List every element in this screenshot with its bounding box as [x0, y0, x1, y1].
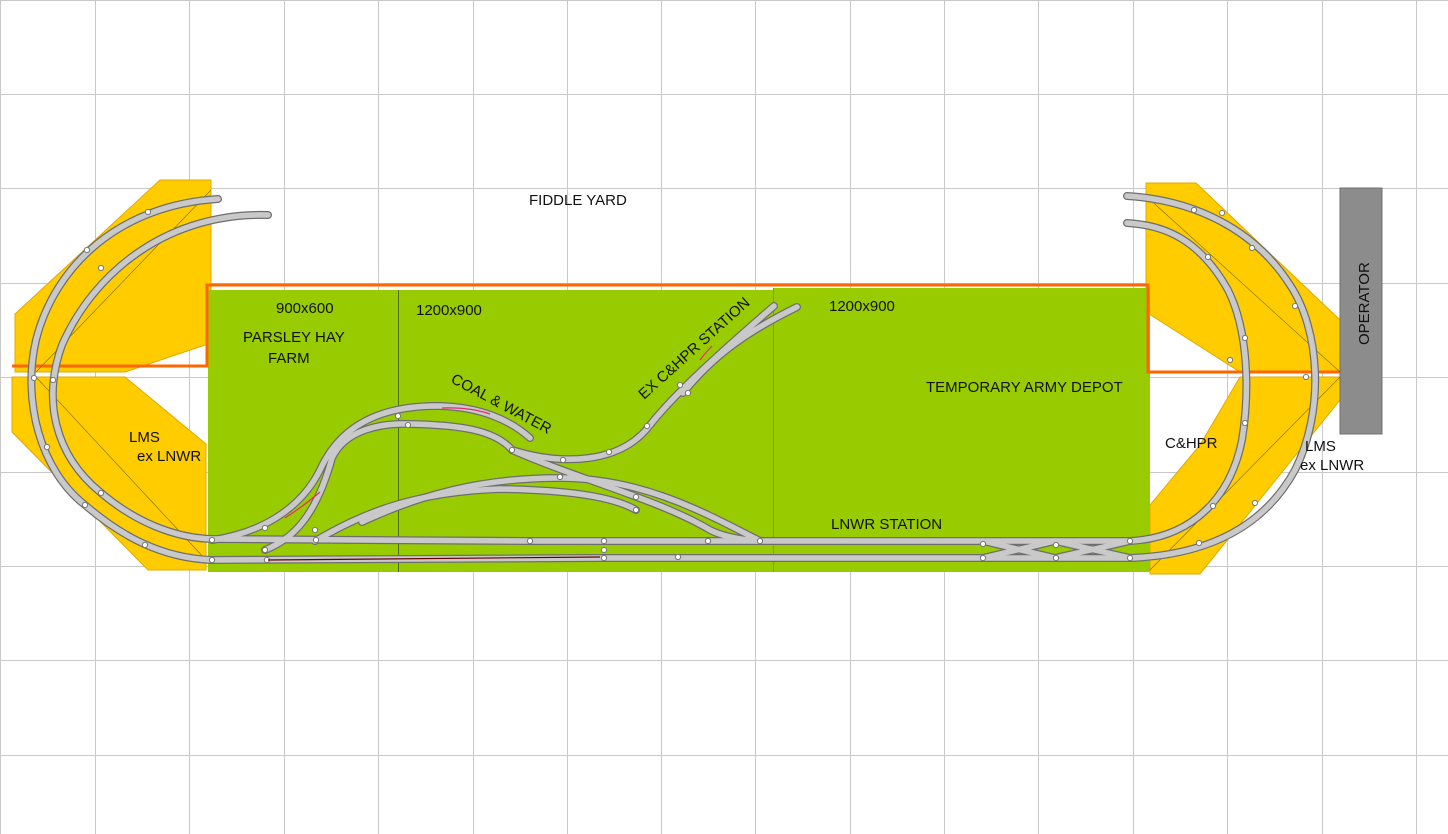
track-sleeper: [980, 538, 1133, 561]
track-joint: [311, 526, 319, 534]
track-joint: [208, 556, 216, 564]
track-joint: [674, 553, 682, 561]
track-joint: [404, 421, 412, 429]
track-joint: [1251, 499, 1259, 507]
ex-lnwr-right-label: ex LNWR: [1300, 457, 1364, 474]
track-joints: [30, 206, 1310, 564]
track-joint: [643, 422, 651, 430]
track-joint: [559, 456, 567, 464]
track-joint: [600, 537, 608, 545]
track-joint: [1218, 209, 1226, 217]
track-sleeper: [209, 403, 533, 543]
track-joint: [704, 537, 712, 545]
ex-lnwr-left-label: ex LNWR: [137, 448, 201, 465]
operator-area: [1339, 187, 1383, 435]
track-joint: [979, 554, 987, 562]
track-joint: [632, 506, 640, 514]
track-sleeper: [50, 212, 271, 542]
parsley-hay-label: PARSLEY HAY: [243, 329, 345, 346]
track-sleeper: [262, 421, 515, 553]
track-joint: [97, 264, 105, 272]
track-sleeper: [28, 196, 221, 563]
track-joint: [141, 541, 149, 549]
track-joint: [632, 493, 640, 501]
track-joint: [979, 540, 987, 548]
track-joint: [600, 546, 608, 554]
track-sleeper: [680, 304, 800, 396]
lms-right-label: LMS: [1305, 438, 1336, 455]
track-joint: [1204, 253, 1212, 261]
track-layout: [27, 192, 1320, 564]
track-joint: [81, 501, 89, 509]
left-lower-curve-board: [11, 376, 207, 571]
main-line-rails: [267, 556, 601, 561]
track-joint: [43, 443, 51, 451]
track-sleeper: [509, 447, 763, 544]
track-joint: [144, 208, 152, 216]
lms-left-label: LMS: [129, 429, 160, 446]
board3-size-label: 1200x900: [829, 298, 895, 315]
fiddle-yard-boundary: [12, 283, 1342, 374]
track-joint: [261, 524, 269, 532]
siding-highlights: [284, 345, 713, 519]
track-joint: [1190, 206, 1198, 214]
farm-label: FARM: [268, 350, 310, 367]
track-joint: [756, 537, 764, 545]
track-joint: [261, 546, 269, 554]
board1-size-label: 900x600: [276, 300, 334, 317]
track-sleeper: [312, 486, 639, 544]
track-joint: [30, 374, 38, 382]
track-joint: [312, 536, 320, 544]
track-sleeper: [1124, 193, 1318, 561]
track-sleeper: [209, 536, 1133, 544]
fiddle-yard-label: FIDDLE YARD: [529, 192, 627, 209]
track-joint: [684, 389, 692, 397]
operator-label: OPERATOR: [1356, 262, 1373, 345]
track-joint: [1052, 554, 1060, 562]
board-army-depot: [773, 288, 1150, 572]
track-joint: [676, 381, 684, 389]
track-joint: [1209, 502, 1217, 510]
track-joint: [1052, 541, 1060, 549]
track-joint: [1126, 537, 1134, 545]
track-joint: [1241, 334, 1249, 342]
board2-size-label: 1200x900: [416, 302, 482, 319]
track-joint: [97, 489, 105, 497]
army-depot-label: TEMPORARY ARMY DEPOT: [926, 379, 1123, 396]
track-sleeper: [1124, 220, 1250, 544]
track-joint: [1291, 302, 1299, 310]
track-joint: [1195, 539, 1203, 547]
track-joint: [1248, 244, 1256, 252]
track-joint: [526, 537, 534, 545]
track-joint: [83, 246, 91, 254]
track-joint: [508, 446, 516, 454]
track-joint: [1241, 419, 1249, 427]
lnwr-station-label: LNWR STATION: [831, 516, 942, 533]
track-joint: [49, 376, 57, 384]
track-joint: [605, 448, 613, 456]
chpr-right-label: C&HPR: [1165, 435, 1218, 452]
track-joint: [600, 554, 608, 562]
track-joint: [1226, 356, 1234, 364]
track-joint: [1126, 554, 1134, 562]
track-joint: [394, 412, 402, 420]
track-joint: [208, 536, 216, 544]
track-joint: [556, 473, 564, 481]
track-joint: [1302, 373, 1310, 381]
